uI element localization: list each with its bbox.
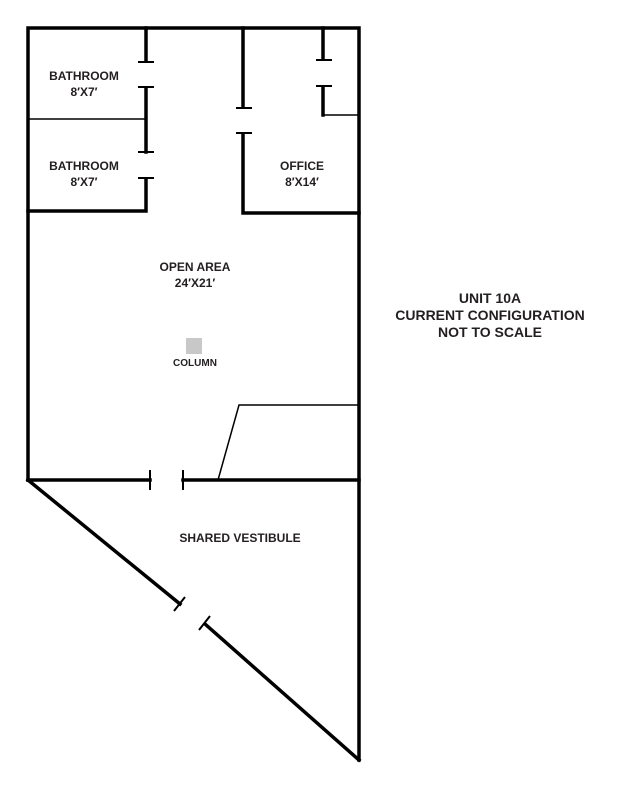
room-name: BATHROOM (49, 159, 119, 173)
angled-partition (217, 404, 359, 481)
column-marker (186, 338, 202, 354)
column-label: COLUMN (173, 358, 217, 369)
plan-legend: UNIT 10A CURRENT CONFIGURATION NOT TO SC… (395, 290, 585, 341)
diagonal-wall (25, 477, 362, 763)
room-size: 8′X7′ (70, 175, 98, 189)
bathroom-1-label: BATHROOM 8′X7′ (49, 68, 119, 100)
room-name: OFFICE (280, 159, 324, 173)
room-size: 8′X14′ (285, 175, 319, 189)
outer-wall (26, 26, 361, 762)
office-wall (241, 26, 361, 215)
unit-title: UNIT 10A (458, 290, 522, 306)
bathroom-wall (26, 26, 148, 213)
open-area-label: OPEN AREA 24′X21′ (160, 259, 231, 291)
room-name: BATHROOM (49, 69, 119, 83)
vestibule-label: SHARED VESTIBULE (179, 531, 301, 545)
room-name: OPEN AREA (159, 260, 231, 274)
office-label: OFFICE 8′X14′ (280, 158, 324, 190)
bathroom-2-label: BATHROOM 8′X7′ (49, 158, 119, 190)
room-size: 24′X21′ (174, 276, 216, 290)
scale-note: NOT TO SCALE (438, 324, 542, 340)
configuration-note: CURRENT CONFIGURATION (395, 307, 585, 323)
door-jambs (138, 59, 332, 631)
room-size: 8′X7′ (70, 85, 98, 99)
